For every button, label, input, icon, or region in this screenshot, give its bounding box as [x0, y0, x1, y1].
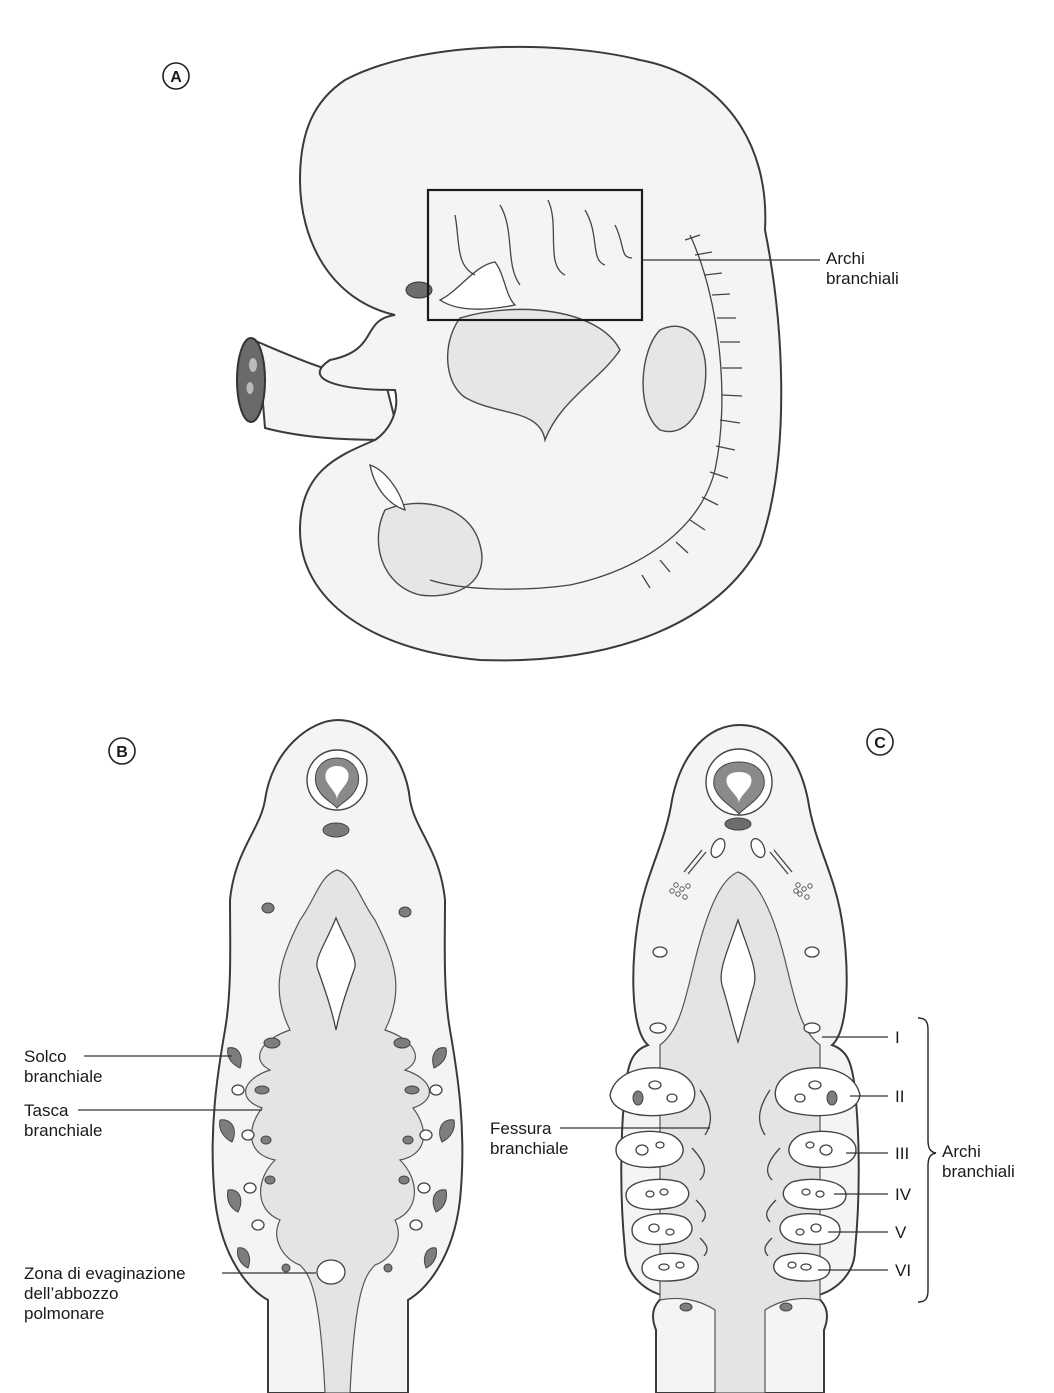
- arch-i-vessel-right: [803, 1022, 821, 1034]
- arch-iii-left: [615, 1130, 684, 1169]
- arches-brace: [917, 1017, 937, 1303]
- notochord: [322, 822, 350, 838]
- panel-a-marker: [162, 62, 190, 90]
- zona-label-line2: dell’abbozzo: [24, 1284, 119, 1303]
- tasca-label-line2: branchiale: [24, 1121, 102, 1140]
- ganglion-dots-c: [669, 882, 813, 900]
- archi-branchiali-label-c-line1: Archi: [942, 1142, 981, 1161]
- vessel-right-c: [804, 946, 820, 958]
- solco-label-line2: branchiale: [24, 1067, 102, 1086]
- stalk-gap: [369, 464, 406, 511]
- body-fold: [429, 234, 723, 590]
- archi-branchiali-label-a-line2: branchiali: [826, 269, 899, 288]
- arch-v-left: [631, 1213, 693, 1246]
- arch-vi-left: [641, 1252, 699, 1282]
- arch-numeral-i: I: [895, 1028, 900, 1047]
- panel-a: A Archi branchiali: [162, 45, 899, 662]
- arches-c: [609, 1067, 861, 1282]
- arches-highlight-box: [426, 188, 644, 322]
- panel-a-letter: A: [170, 69, 182, 86]
- panel-c-letter: C: [874, 735, 886, 752]
- arch-ii-right: [774, 1067, 861, 1117]
- fessura-label-line2: branchiale: [490, 1139, 568, 1158]
- arch-numeral-ii: II: [895, 1087, 904, 1106]
- liver-prominence: [377, 502, 483, 597]
- pharynx-b: [244, 869, 431, 1393]
- panel-b-letter: B: [116, 744, 128, 761]
- lung-bud: [316, 1259, 346, 1285]
- fissure-lines-c: [691, 1089, 781, 1257]
- arch-numeral-iv: IV: [895, 1185, 912, 1204]
- dorsal-aorta-left: [261, 902, 275, 914]
- stalk-cut-surface: [236, 337, 266, 423]
- eye-primordium: [405, 281, 433, 299]
- fessura-label-line1: Fessura: [490, 1119, 552, 1138]
- arch-numeral-vi: VI: [895, 1261, 911, 1280]
- arch-vessels-b: [231, 1037, 443, 1273]
- aorta-left-c: [710, 837, 726, 859]
- archi-branchiali-label-a-line1: Archi: [826, 249, 865, 268]
- solco-label-line1: Solco: [24, 1047, 67, 1066]
- arch-iv-left: [625, 1178, 690, 1211]
- neural-canal: [325, 766, 349, 800]
- arch-numeral-v: V: [895, 1223, 907, 1242]
- pharynx-lumen-c: [720, 917, 756, 1045]
- stomodeum: [438, 261, 517, 310]
- stalk-vessel: [246, 382, 254, 394]
- branchial-grooves-b: [219, 1047, 455, 1269]
- somites: [641, 234, 743, 589]
- panel-c-marker: [866, 728, 894, 756]
- neural-canal-c: [726, 772, 752, 804]
- arch-ii-left: [609, 1067, 696, 1117]
- vessel-left-c: [652, 946, 668, 958]
- tasca-label-line1: Tasca: [24, 1101, 69, 1120]
- stalk-vessel: [249, 358, 257, 372]
- heart-prominence: [447, 308, 621, 443]
- panel-b: B: [24, 718, 464, 1393]
- dorsal-aorta-right: [398, 906, 412, 918]
- zona-label-line1: Zona di evaginazione: [24, 1264, 186, 1283]
- zona-label-line3: polmonare: [24, 1304, 104, 1323]
- arch-contours: [454, 199, 633, 286]
- panel-c: C: [490, 723, 1015, 1393]
- limb-bud: [642, 325, 707, 433]
- notochord-c: [724, 817, 752, 831]
- arch-v-right: [779, 1213, 841, 1246]
- nerve-fibers-c: [683, 849, 793, 875]
- arch-iv-right: [782, 1178, 847, 1211]
- arch-i-vessel-left: [649, 1022, 667, 1034]
- aorta-right-c: [750, 837, 766, 859]
- arch-contents-c: [632, 1080, 838, 1312]
- pharynx-lumen-b: [316, 916, 356, 1031]
- panel-b-marker: [108, 737, 136, 765]
- archi-branchiali-label-c-line2: branchiali: [942, 1162, 1015, 1181]
- arch-numeral-iii: III: [895, 1144, 909, 1163]
